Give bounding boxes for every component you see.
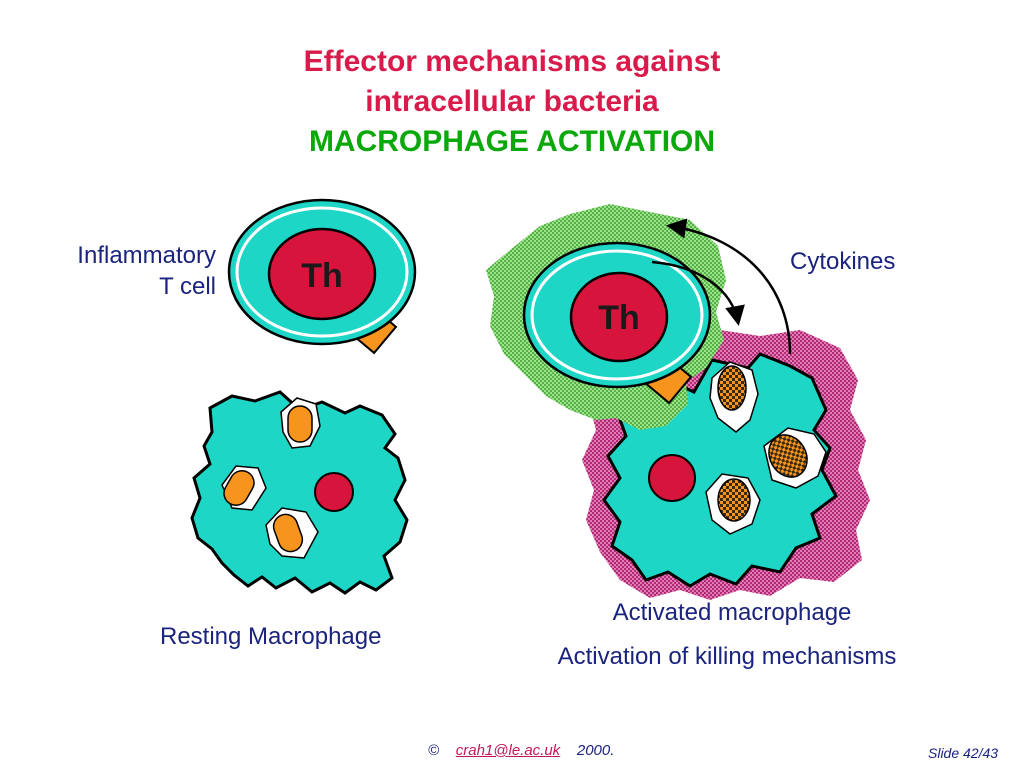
resting-bacterium-bottom	[272, 513, 304, 553]
inflammatory-label-line-1: Inflammatory	[77, 242, 216, 269]
cytokines-label: Cytokines	[790, 248, 896, 275]
resting-macrophage	[190, 390, 409, 595]
killing-mechanisms-label: Activation of killing mechanisms	[557, 643, 897, 670]
resting-macrophage-label: Resting Macrophage	[160, 623, 382, 650]
activated-macrophage-nucleus	[648, 454, 696, 502]
inflammatory-label-line-2: T cell	[159, 273, 216, 300]
title-line-3: MACROPHAGE ACTIVATION	[308, 125, 716, 158]
author-email-link[interactable]: crah1@le.ac.uk	[455, 742, 561, 759]
activated-t-cell: Th	[486, 204, 726, 430]
inflammatory-t-cell: Th	[227, 198, 417, 355]
activated-bacterium-right	[768, 434, 808, 478]
curved-arrow-icon	[666, 218, 792, 355]
title-line-2: intracellular bacteria	[365, 85, 659, 118]
activated-t-cell-nucleus	[569, 271, 669, 363]
t-cell-nucleus	[267, 227, 377, 321]
th-label-activated: Th	[598, 299, 640, 337]
slide-number: Slide 42/43	[928, 745, 999, 761]
resting-bacterium-left	[223, 470, 255, 506]
activated-macrophage-label: Activated macrophage	[612, 599, 852, 626]
cytokine-arrows	[651, 218, 792, 355]
th-label-resting: Th	[301, 257, 343, 295]
resting-macrophage-nucleus	[314, 472, 354, 512]
resting-bacterium-top	[287, 405, 313, 443]
title-line-1: Effector mechanisms against	[303, 45, 721, 78]
activated-t-cell-membrane	[530, 249, 704, 381]
curved-arrow-icon	[651, 260, 745, 326]
t-cell-membrane	[235, 206, 409, 338]
activated-bacterium-top	[717, 365, 747, 411]
resting-macrophage-body	[190, 390, 409, 595]
copyright-year: 2000.	[576, 742, 615, 759]
copyright-symbol: ©	[428, 742, 440, 759]
activated-bacterium-bottom	[717, 478, 751, 522]
footer-copyright: © crah1@le.ac.uk 2000.	[428, 742, 614, 760]
